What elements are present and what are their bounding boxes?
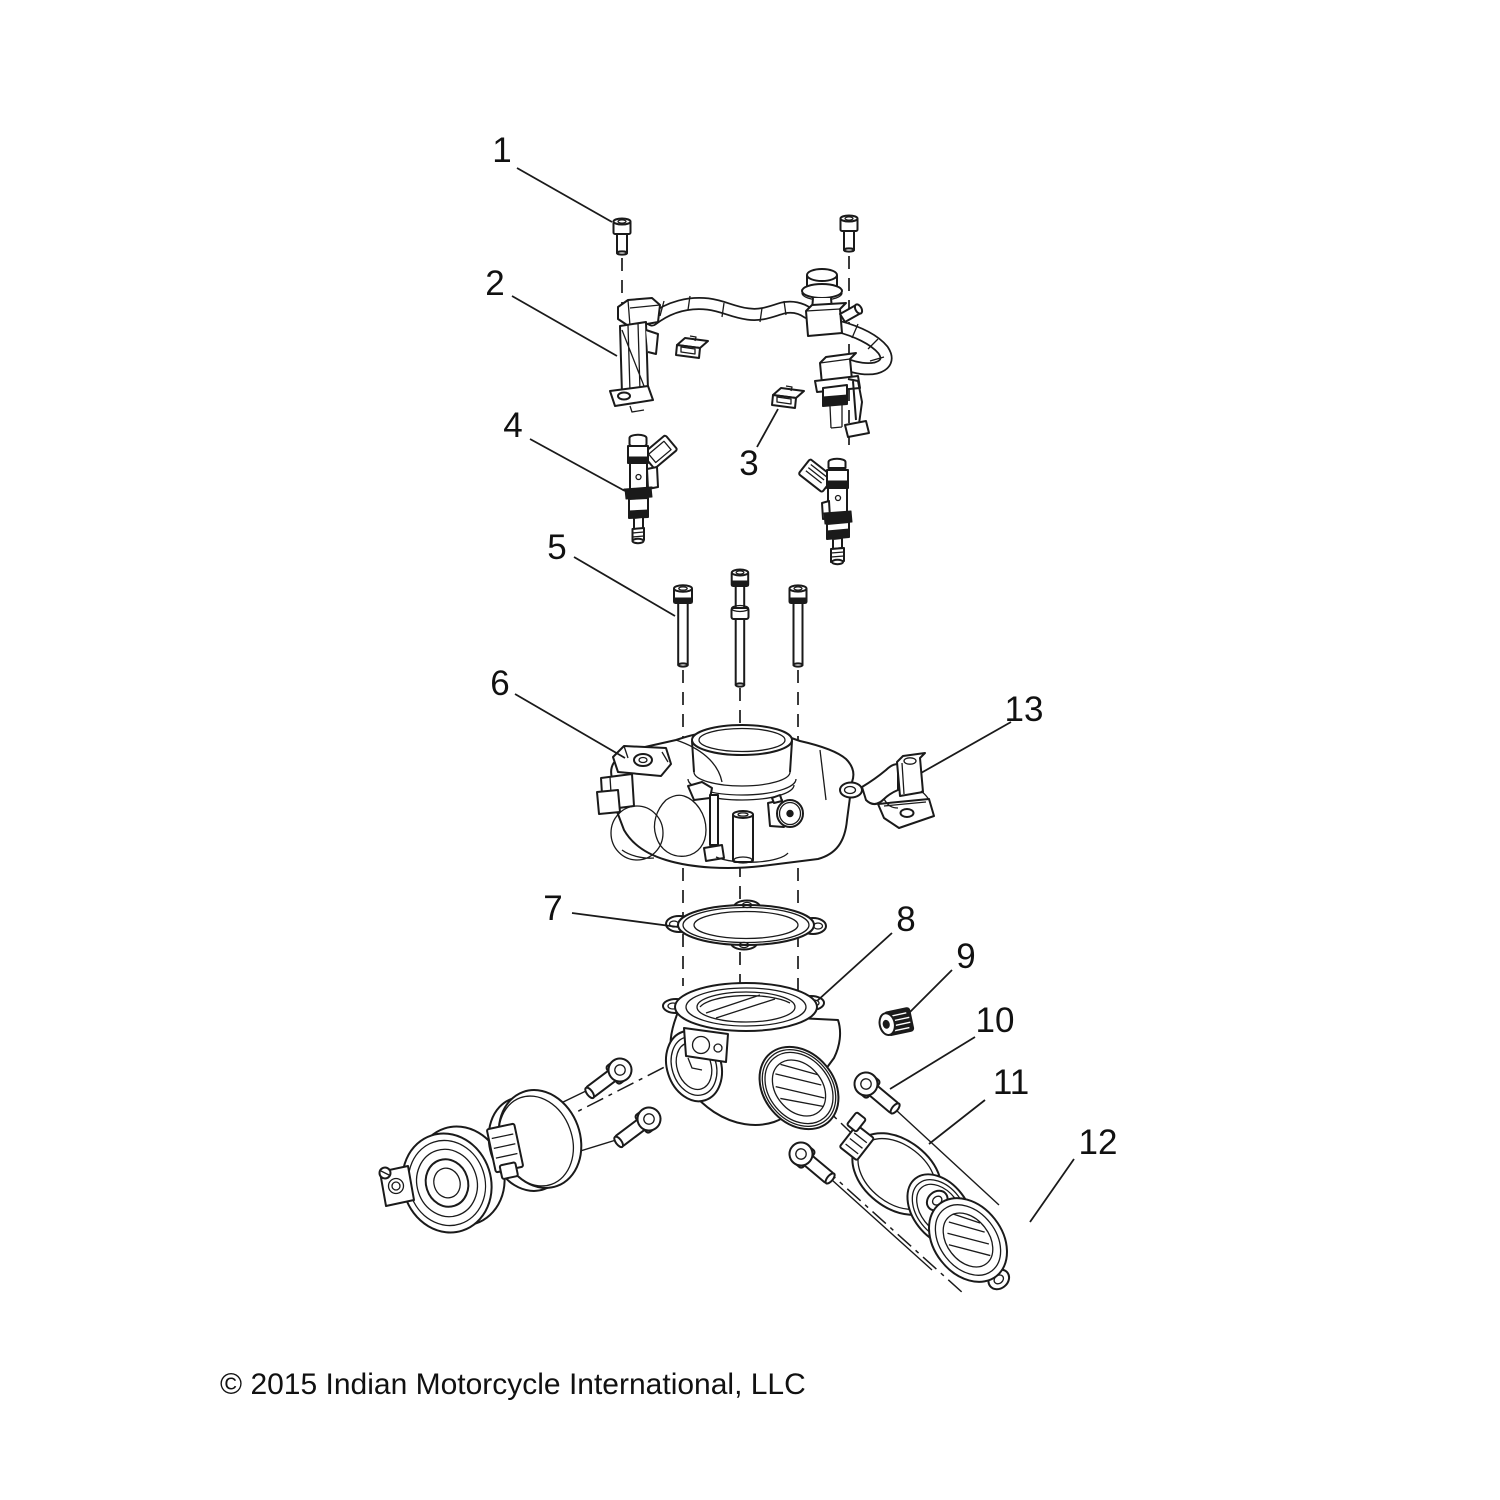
throttle-motor-housing bbox=[596, 773, 635, 815]
callout-label-2: 2 bbox=[485, 264, 504, 303]
callout-label-7: 7 bbox=[543, 889, 562, 928]
callout-label-12: 12 bbox=[1079, 1123, 1118, 1162]
fuel-line-clip-a bbox=[675, 335, 709, 359]
front-clamp-bolt-lower bbox=[613, 1106, 662, 1149]
callout-label-9: 9 bbox=[956, 937, 975, 976]
fuel-injector-left bbox=[621, 433, 678, 545]
callout-label-3: 3 bbox=[739, 444, 758, 483]
callout-11-leader bbox=[928, 1099, 986, 1145]
intake-manifold bbox=[662, 982, 842, 1131]
fuel-rail-tee bbox=[805, 302, 864, 337]
throttle-body-port-boss bbox=[767, 794, 804, 828]
manifold-right-outlet bbox=[758, 1045, 840, 1131]
support-bracket bbox=[839, 752, 935, 829]
fuel-line-clip-b bbox=[771, 385, 805, 409]
throttle-body-front-lug bbox=[732, 810, 754, 864]
callout-7-leader bbox=[571, 912, 679, 928]
callout-label-13: 13 bbox=[1005, 690, 1044, 729]
bolt-long-middle bbox=[730, 568, 750, 688]
callout-8-leader bbox=[816, 932, 893, 1002]
bolt-top-left bbox=[612, 217, 632, 256]
callout-label-4: 4 bbox=[503, 406, 522, 445]
callout-label-10: 10 bbox=[976, 1001, 1015, 1040]
bolt-long-left bbox=[673, 584, 693, 668]
front-clamp bbox=[486, 1089, 583, 1192]
callout-label-11: 11 bbox=[993, 1063, 1029, 1102]
callout-2-leader bbox=[511, 295, 618, 357]
throttle-body-gasket bbox=[665, 899, 827, 951]
fuel-rail-right-cup bbox=[814, 352, 870, 438]
callout-label-1: 1 bbox=[492, 131, 511, 170]
callout-label-5: 5 bbox=[547, 528, 566, 567]
plug bbox=[878, 1007, 915, 1036]
callout-4-leader bbox=[529, 438, 626, 492]
callout-6-leader bbox=[514, 693, 626, 759]
callout-10-leader bbox=[889, 1036, 976, 1090]
throttle-position-sensor bbox=[612, 745, 672, 777]
front-clamp-bolt-upper bbox=[584, 1057, 633, 1100]
fuel-rail bbox=[609, 268, 893, 438]
fuel-rail-left-bracket bbox=[609, 321, 659, 413]
throttle-body bbox=[596, 724, 855, 869]
bolt-long-right bbox=[788, 584, 808, 668]
throttle-bore bbox=[687, 724, 797, 801]
bolt-top-right bbox=[839, 214, 859, 253]
callout-label-8: 8 bbox=[896, 900, 915, 939]
bolt-10b bbox=[788, 1141, 836, 1185]
callout-1-leader bbox=[516, 167, 613, 223]
callout-13-leader bbox=[920, 721, 1012, 774]
fuel-injector-right bbox=[798, 457, 853, 566]
rear-flange-adapter bbox=[906, 1173, 1011, 1291]
callout-3-leader bbox=[756, 408, 779, 448]
callout-5-leader bbox=[573, 556, 676, 617]
front-flange-adapter bbox=[378, 1125, 506, 1234]
callout-label-6: 6 bbox=[490, 664, 509, 703]
callout-9-leader bbox=[907, 969, 953, 1015]
callout-12-leader bbox=[1029, 1158, 1075, 1223]
bolt-10a bbox=[853, 1071, 901, 1115]
fuel-rail-left-elbow bbox=[617, 297, 661, 328]
copyright-text: © 2015 Indian Motorcycle International, … bbox=[220, 1368, 806, 1401]
